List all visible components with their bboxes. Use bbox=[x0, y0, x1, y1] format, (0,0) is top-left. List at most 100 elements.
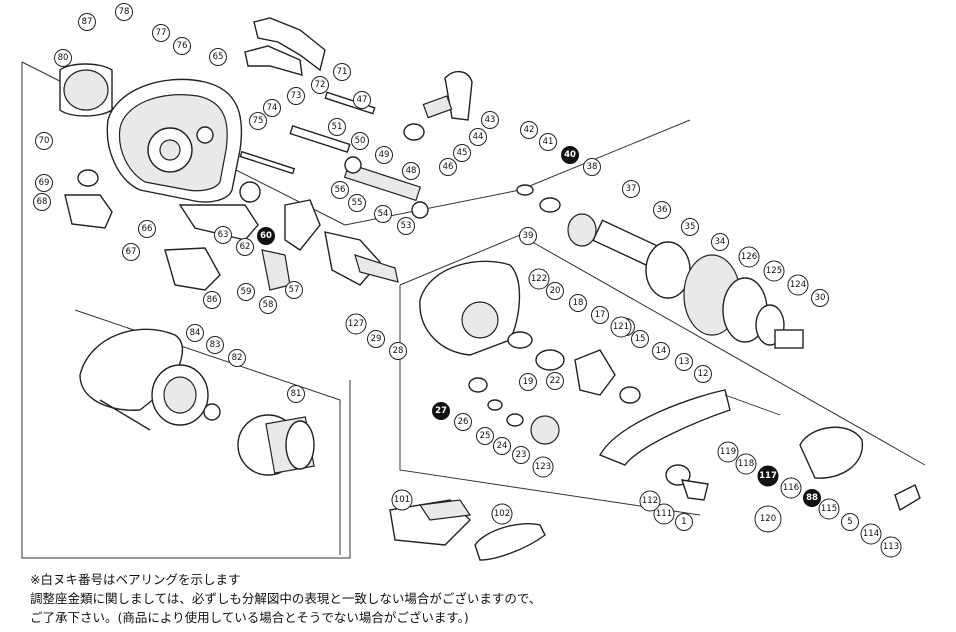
part-label-text: 122 bbox=[531, 274, 547, 284]
part-label-73: 73 bbox=[287, 87, 305, 105]
part-label-text: 68 bbox=[37, 197, 48, 207]
part-label-circle bbox=[348, 194, 366, 212]
part-label-84: 84 bbox=[186, 324, 204, 342]
part-label-circle bbox=[818, 498, 840, 520]
part-label-text: 25 bbox=[480, 431, 491, 441]
part-label-circle bbox=[469, 128, 487, 146]
part-label-circle bbox=[206, 336, 224, 354]
part-label-circle bbox=[780, 477, 802, 499]
part-label-37: 37 bbox=[622, 180, 640, 198]
part-label-text: 116 bbox=[783, 483, 799, 493]
part-label-text: 1 bbox=[681, 517, 686, 527]
handle-assembly bbox=[598, 389, 921, 512]
part-label-circle bbox=[532, 456, 554, 478]
part-label-circle bbox=[173, 37, 191, 55]
part-label-circle bbox=[402, 162, 420, 180]
part-label-114: 114 bbox=[860, 523, 882, 545]
part-label-80: 80 bbox=[54, 49, 72, 67]
part-label-12: 12 bbox=[694, 365, 712, 383]
part-label-text: 67 bbox=[126, 247, 137, 257]
part-label-text: 83 bbox=[210, 340, 221, 350]
part-label-text: 121 bbox=[613, 322, 629, 332]
part-label-circle bbox=[841, 513, 859, 531]
note-bearings: ※白ヌキ番号はベアリングを示します bbox=[30, 572, 241, 587]
part-label-70: 70 bbox=[35, 132, 53, 150]
part-label-circle bbox=[257, 227, 275, 245]
part-label-circle bbox=[263, 99, 281, 117]
part-label-text: 66 bbox=[142, 224, 153, 234]
part-label-text: 42 bbox=[524, 125, 535, 135]
part-label-text: 45 bbox=[457, 148, 468, 158]
part-label-35: 35 bbox=[681, 218, 699, 236]
cast-control-assembly bbox=[403, 71, 473, 141]
part-label-circle bbox=[631, 330, 649, 348]
part-label-text: 126 bbox=[741, 252, 757, 262]
part-label-51: 51 bbox=[328, 118, 346, 136]
part-label-46: 46 bbox=[439, 158, 457, 176]
part-label-circle bbox=[432, 402, 450, 420]
part-label-39: 39 bbox=[519, 227, 537, 245]
part-label-text: 34 bbox=[715, 237, 726, 247]
part-label-circle bbox=[763, 260, 785, 282]
part-label-text: 84 bbox=[190, 328, 201, 338]
part-label-54: 54 bbox=[374, 205, 392, 223]
part-label-circle bbox=[519, 227, 537, 245]
part-label-text: 62 bbox=[240, 242, 251, 252]
part-label-circle bbox=[561, 146, 579, 164]
part-label-34: 34 bbox=[711, 233, 729, 251]
part-label-circle bbox=[333, 63, 351, 81]
part-label-text: 82 bbox=[232, 353, 243, 363]
note-shims-2: ご了承下さい。(商品により使用している場合とそうでない場合がございます。) bbox=[30, 610, 469, 625]
part-label-60: 60 bbox=[257, 227, 275, 245]
part-label-text: 40 bbox=[564, 150, 576, 160]
part-label-88: 88 bbox=[803, 489, 821, 507]
part-label-text: 30 bbox=[815, 293, 826, 303]
part-label-text: 75 bbox=[253, 116, 264, 126]
part-label-circle bbox=[519, 373, 537, 391]
part-label-circle bbox=[476, 427, 494, 445]
part-label-text: 72 bbox=[315, 80, 326, 90]
part-label-text: 35 bbox=[685, 222, 696, 232]
part-label-text: 112 bbox=[642, 496, 658, 506]
part-label-122: 122 bbox=[528, 268, 550, 290]
part-label-text: 113 bbox=[883, 542, 899, 552]
part-label-text: 47 bbox=[357, 95, 368, 105]
part-label-circle bbox=[681, 218, 699, 236]
part-label-text: 123 bbox=[535, 462, 551, 472]
part-label-circle bbox=[546, 282, 564, 300]
part-label-circle bbox=[351, 132, 369, 150]
part-label-circle bbox=[328, 118, 346, 136]
part-label-circle bbox=[35, 132, 53, 150]
part-label-text: 14 bbox=[656, 346, 667, 356]
part-label-circle bbox=[209, 48, 227, 66]
part-label-text: 53 bbox=[401, 221, 412, 231]
part-label-41: 41 bbox=[539, 133, 557, 151]
gear-train bbox=[516, 184, 804, 349]
part-label-14: 14 bbox=[652, 342, 670, 360]
drive-side-assembly bbox=[419, 260, 641, 445]
part-label-66: 66 bbox=[138, 220, 156, 238]
part-label-text: 41 bbox=[543, 137, 554, 147]
part-label-circle bbox=[237, 283, 255, 301]
part-label-127: 127 bbox=[345, 313, 367, 335]
part-label-22: 22 bbox=[546, 372, 564, 390]
part-label-71: 71 bbox=[333, 63, 351, 81]
part-label-text: 39 bbox=[523, 231, 534, 241]
part-label-125: 125 bbox=[763, 260, 785, 282]
part-label-circle bbox=[675, 353, 693, 371]
part-label-circle bbox=[331, 181, 349, 199]
part-label-28: 28 bbox=[389, 342, 407, 360]
part-label-5: 5 bbox=[841, 513, 859, 531]
part-label-circle bbox=[528, 268, 550, 290]
part-label-text: 50 bbox=[355, 136, 366, 146]
part-label-20: 20 bbox=[546, 282, 564, 300]
part-label-text: 13 bbox=[679, 357, 690, 367]
part-label-text: 17 bbox=[595, 310, 606, 320]
part-label-circle bbox=[353, 91, 371, 109]
part-label-23: 23 bbox=[512, 446, 530, 464]
part-label-text: 27 bbox=[435, 406, 447, 416]
part-label-text: 23 bbox=[516, 450, 527, 460]
part-label-text: 65 bbox=[213, 52, 224, 62]
part-label-63: 63 bbox=[214, 226, 232, 244]
part-label-72: 72 bbox=[311, 76, 329, 94]
